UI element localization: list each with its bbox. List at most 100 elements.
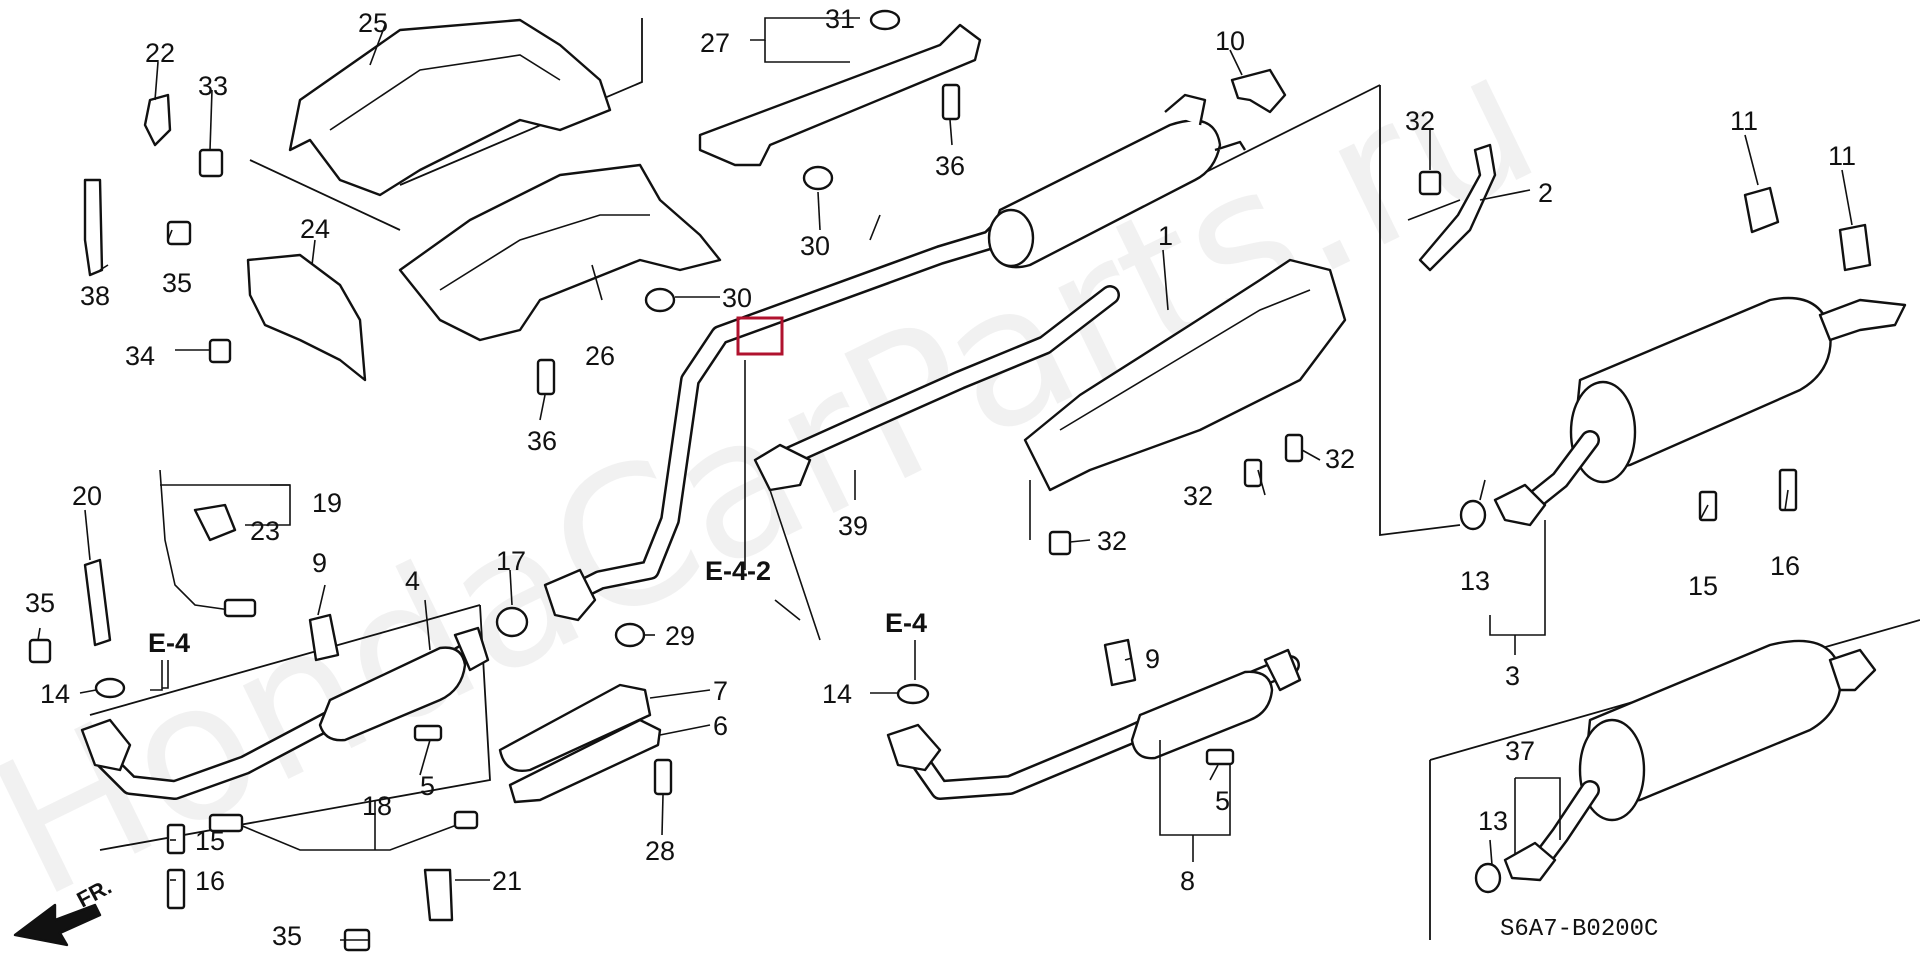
callout-20: 20 xyxy=(72,481,102,511)
callout-18: 18 xyxy=(362,791,392,821)
bracket-38 xyxy=(83,178,104,277)
gasket-17 xyxy=(495,606,529,638)
callout-13-lower: 13 xyxy=(1478,806,1508,836)
callout-25: 25 xyxy=(358,8,388,38)
muffler-3-pipe xyxy=(1525,430,1600,510)
callout-35-bottom: 35 xyxy=(272,921,302,951)
bolt-16-left xyxy=(166,868,186,910)
bolt-35-left xyxy=(28,638,52,664)
callout-39: 39 xyxy=(838,511,868,541)
muffler-37-flange xyxy=(1503,841,1557,882)
converter-7 xyxy=(498,683,652,772)
callout-14-left: 14 xyxy=(40,679,70,709)
hanger-bracket-2 xyxy=(1418,143,1497,272)
floor-panel-27 xyxy=(698,23,982,167)
clip-23 xyxy=(193,503,237,542)
callout-30-center: 30 xyxy=(800,231,830,261)
bolt-36-top xyxy=(941,83,961,121)
bolt-33 xyxy=(198,148,224,178)
callout-37: 37 xyxy=(1505,736,1535,766)
callout-36-top: 36 xyxy=(935,151,965,181)
callout-23: 23 xyxy=(250,516,280,546)
pipe-12-flange xyxy=(543,568,597,622)
callout-32-top: 32 xyxy=(1405,106,1435,136)
front-pipe-8-end-flange xyxy=(1263,648,1302,692)
bolt-32-c xyxy=(1048,530,1072,556)
heat-shield-1 xyxy=(1023,258,1347,492)
callout-5-center: 5 xyxy=(1215,786,1230,816)
reference-e4-center: E-4 xyxy=(885,608,927,638)
callout-22: 22 xyxy=(145,38,175,68)
reference-e4-left: E-4 xyxy=(148,628,190,658)
rubber-mount-9-center xyxy=(1103,638,1137,687)
muffler-3-tail xyxy=(1818,298,1907,342)
resonator-end xyxy=(987,208,1035,268)
resonator-hanger xyxy=(1164,93,1207,126)
callout-29: 29 xyxy=(665,621,695,651)
callout-9-left: 9 xyxy=(312,548,327,578)
bracket-10 xyxy=(1230,68,1287,114)
callout-36-left: 36 xyxy=(527,426,557,456)
callout-32-a: 32 xyxy=(1325,444,1355,474)
gasket-14-center xyxy=(896,683,930,705)
callout-15-left: 15 xyxy=(195,826,225,856)
bolt-35-top xyxy=(166,220,192,246)
callout-35-top: 35 xyxy=(162,268,192,298)
sensor-18-plug xyxy=(453,810,479,830)
callout-24: 24 xyxy=(300,214,330,244)
leader-lines xyxy=(37,17,1853,941)
rubber-mount-11-b xyxy=(1838,223,1872,272)
front-arrow-icon xyxy=(13,903,102,947)
heat-shield-24 xyxy=(246,253,367,382)
cap-31 xyxy=(869,9,901,31)
rubber-mount-11-a xyxy=(1743,186,1780,234)
callout-19: 19 xyxy=(312,488,342,518)
callout-6: 6 xyxy=(713,711,728,741)
nut-30-left xyxy=(644,287,676,313)
pipe-39 xyxy=(760,285,1120,475)
callout-35-left: 35 xyxy=(25,588,55,618)
callout-13-upper: 13 xyxy=(1460,566,1490,596)
sensor-19 xyxy=(223,598,257,618)
nut-30-center xyxy=(802,165,834,191)
callout-1: 1 xyxy=(1158,221,1173,251)
bracket-21 xyxy=(423,868,454,922)
bolt-5-left xyxy=(413,724,443,742)
front-pipe-4-end-flange xyxy=(453,626,490,672)
spring-15-left xyxy=(166,823,186,855)
resonator-outlet xyxy=(1214,140,1247,152)
callout-3: 3 xyxy=(1505,661,1520,691)
front-pipe-4-flange xyxy=(80,718,132,772)
bolt-28 xyxy=(653,758,673,796)
reference-e4-2: E-4-2 xyxy=(705,556,771,586)
gasket-14-left xyxy=(94,677,126,699)
callout-32-c: 32 xyxy=(1097,526,1127,556)
callout-16-upper: 16 xyxy=(1770,551,1800,581)
callout-26: 26 xyxy=(585,341,615,371)
sensor-18-wire xyxy=(239,819,471,851)
callout-28: 28 xyxy=(645,836,675,866)
upper-heat-shield-25 xyxy=(288,18,612,197)
bolt-34 xyxy=(208,338,232,364)
callout-27: 27 xyxy=(700,28,730,58)
callout-30-left: 30 xyxy=(722,283,752,313)
pipe-39-flange xyxy=(753,443,812,492)
rubber-mount-9-left xyxy=(308,613,340,662)
callout-34: 34 xyxy=(125,341,155,371)
callout-9-center: 9 xyxy=(1145,644,1160,674)
callout-14-center: 14 xyxy=(822,679,852,709)
front-pipe-8-flange xyxy=(886,723,942,772)
converter-4 xyxy=(318,646,467,742)
converter-8 xyxy=(1130,670,1274,760)
nut-29 xyxy=(614,622,646,648)
callout-33: 33 xyxy=(198,71,228,101)
bolt-32-top xyxy=(1418,170,1442,196)
callout-38: 38 xyxy=(80,281,110,311)
sensor-19-wire xyxy=(159,469,231,611)
gasket-13-lower xyxy=(1474,862,1502,894)
muffler-37-pipe xyxy=(1535,780,1600,865)
bolt-32-a xyxy=(1284,433,1304,463)
gasket-13-upper xyxy=(1459,499,1487,531)
callout-8: 8 xyxy=(1180,866,1195,896)
